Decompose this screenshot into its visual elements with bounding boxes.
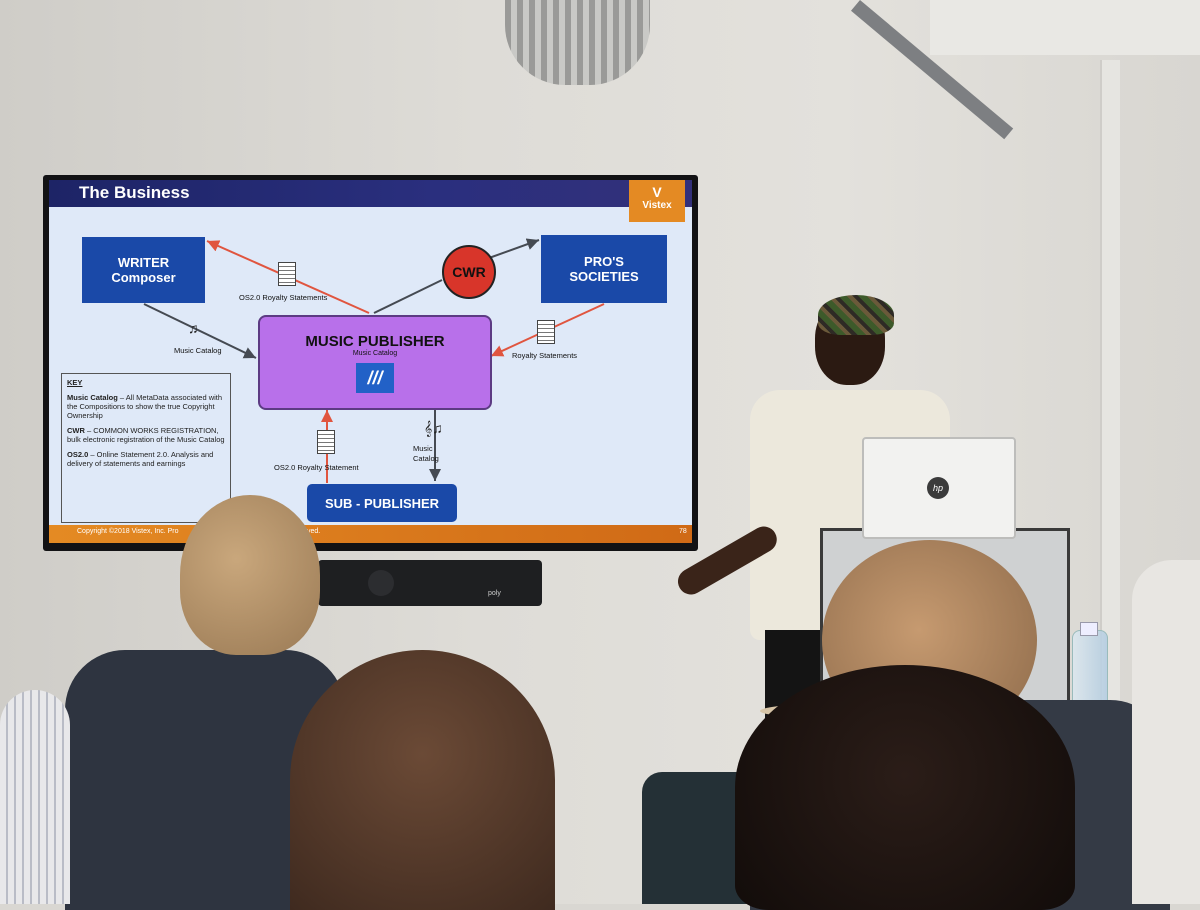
vistex-logo: V Vistex	[629, 180, 685, 222]
music-label: Music	[413, 444, 433, 453]
publisher-label: MUSIC PUBLISHER	[305, 332, 445, 350]
key-entry-os2: OS2.0 – Online Statement 2.0. Analysis a…	[67, 450, 225, 468]
audience-member-brown-hair	[290, 650, 555, 910]
audience-member-left	[0, 690, 70, 904]
key-desc: – All MetaData associated with the Compo…	[67, 393, 223, 420]
slide-footer: Copyright ©2018 Vistex, Inc. Pro ved. 78	[49, 525, 692, 543]
societies-label: SOCIETIES	[569, 269, 639, 284]
pros-label: PRO'S	[584, 254, 624, 269]
video-soundbar: poly	[318, 560, 542, 606]
composer-label: Composer	[111, 270, 176, 285]
presenter-headwrap	[818, 295, 894, 335]
audience-member-dark-head	[735, 665, 1075, 910]
key-desc: – COMMON WORKS REGISTRATION, bulk electr…	[67, 426, 225, 444]
publisher-logo-icon: ///	[356, 362, 394, 393]
document-icon	[537, 320, 555, 344]
document-icon	[317, 430, 335, 454]
bottle-cap	[1080, 622, 1098, 636]
writer-composer-box: WRITER Composer	[82, 237, 205, 303]
cwr-badge: CWR	[442, 245, 496, 299]
pros-societies-box: PRO'S SOCIETIES	[541, 235, 667, 303]
copyright-tail: ved.	[307, 528, 321, 535]
copyright-text: Copyright ©2018 Vistex, Inc. Pro	[77, 528, 179, 535]
key-legend: KEY Music Catalog – All MetaData associa…	[61, 373, 231, 523]
page-number: 78	[679, 528, 687, 535]
writer-label: WRITER	[117, 255, 170, 270]
document-icon	[278, 262, 296, 286]
laptop-logo-icon: hp	[927, 477, 949, 499]
music-note-icon: 𝄞♫	[424, 420, 443, 436]
arrow-writer-to-publisher	[143, 303, 257, 359]
arrow-publisher-to-cwr	[373, 279, 443, 314]
catalog-label: Catalog	[413, 454, 439, 463]
key-term: OS2.0	[67, 450, 89, 459]
camera-lens-icon	[368, 570, 394, 596]
water-bottle	[1072, 630, 1108, 712]
key-entry-music-catalog: Music Catalog – All MetaData associated …	[67, 393, 225, 420]
soundbar-brand: poly	[488, 590, 501, 597]
audience-member-right	[1132, 560, 1200, 904]
key-entry-cwr: CWR – COMMON WORKS REGISTRATION, bulk el…	[67, 426, 225, 444]
ceiling-beam	[930, 0, 1200, 55]
wall-pipe	[1100, 60, 1120, 740]
royalty-statements-label: Royalty Statements	[512, 351, 578, 360]
logo-glyph: V	[652, 184, 662, 200]
laptop: hp	[862, 437, 1016, 539]
os-statements-label: OS2.0 Royalty Statements	[239, 293, 328, 302]
music-publisher-box: MUSIC PUBLISHER Music Catalog ///	[258, 315, 492, 410]
slide-title: The Business	[79, 183, 190, 202]
music-catalog-left-label: Music Catalog	[174, 346, 222, 355]
key-term: Music Catalog	[67, 393, 118, 402]
presentation-slide: The Business V Vistex WRITER Composer PR…	[49, 180, 692, 543]
key-term: CWR	[67, 426, 85, 435]
music-note-icon: ♫	[188, 320, 199, 336]
key-title: KEY	[67, 378, 83, 387]
ceiling-duct	[505, 0, 650, 85]
logo-name: Vistex	[642, 200, 672, 211]
sub-publisher-box: SUB - PUBLISHER	[307, 484, 457, 522]
audience-member-blond-head	[180, 495, 320, 655]
publisher-sublabel: Music Catalog	[352, 349, 398, 357]
os-statement-label: OS2.0 Royalty Statement	[274, 463, 359, 472]
arrow-cwr-to-pros	[488, 238, 540, 259]
slide-header: The Business	[49, 180, 692, 207]
key-desc: – Online Statement 2.0. Analysis and del…	[67, 450, 214, 468]
